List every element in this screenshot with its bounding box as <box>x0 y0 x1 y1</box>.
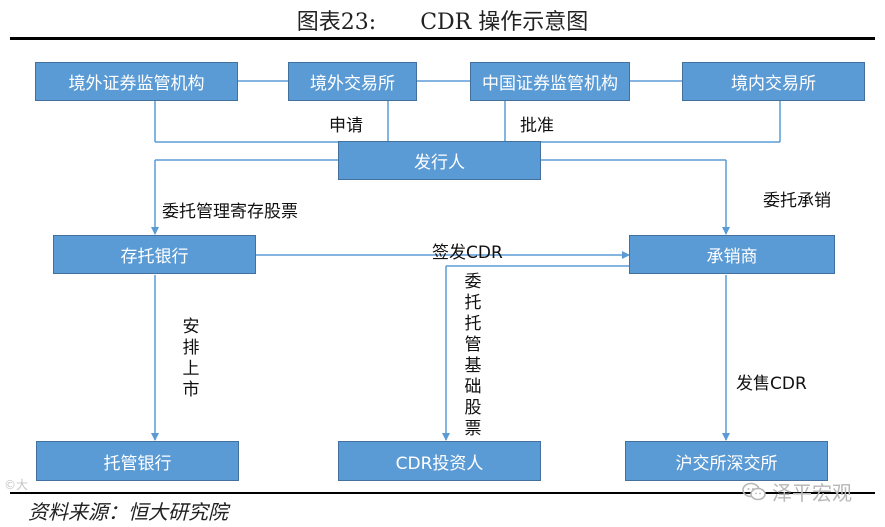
page-title: 图表23: CDR 操作示意图 <box>296 10 589 35</box>
source-note: 资料来源：恒大研究院 <box>28 500 228 524</box>
node-depository-bank: 存托银行 <box>53 235 256 274</box>
watermark-text: 泽平宏观 <box>772 481 852 505</box>
node-custodian-bank: 托管银行 <box>36 441 239 481</box>
label-arrange-listing: 安排上市 <box>182 317 200 400</box>
node-domestic-exchange: 境内交易所 <box>682 62 865 101</box>
top-rule <box>10 37 875 40</box>
node-underwriter: 承销商 <box>629 235 835 274</box>
node-sh-sz-exchange: 沪交所深交所 <box>625 441 828 481</box>
node-cdr-investor: CDR投资人 <box>338 441 541 481</box>
label-apply: 申请 <box>329 116 363 136</box>
watermark: 泽平宏观 <box>742 477 852 506</box>
label-entrust-underwriting: 委托承销 <box>763 191 831 211</box>
label-sell-cdr: 发售CDR <box>736 374 807 394</box>
watermark-left: ©大 <box>4 478 29 492</box>
node-csrc: 中国证券监管机构 <box>470 62 630 101</box>
label-entrust-custody: 委托托管基础股票 <box>464 272 482 439</box>
node-issuer: 发行人 <box>338 141 541 180</box>
label-approve: 批准 <box>520 116 554 136</box>
node-foreign-exchange: 境外交易所 <box>288 62 417 101</box>
label-issue-cdr: 签发CDR <box>432 243 503 263</box>
bottom-rule <box>10 492 875 494</box>
wechat-icon <box>742 482 766 502</box>
label-entrust-depository: 委托管理寄存股票 <box>162 202 298 222</box>
node-foreign-regulator: 境外证券监管机构 <box>35 62 238 101</box>
